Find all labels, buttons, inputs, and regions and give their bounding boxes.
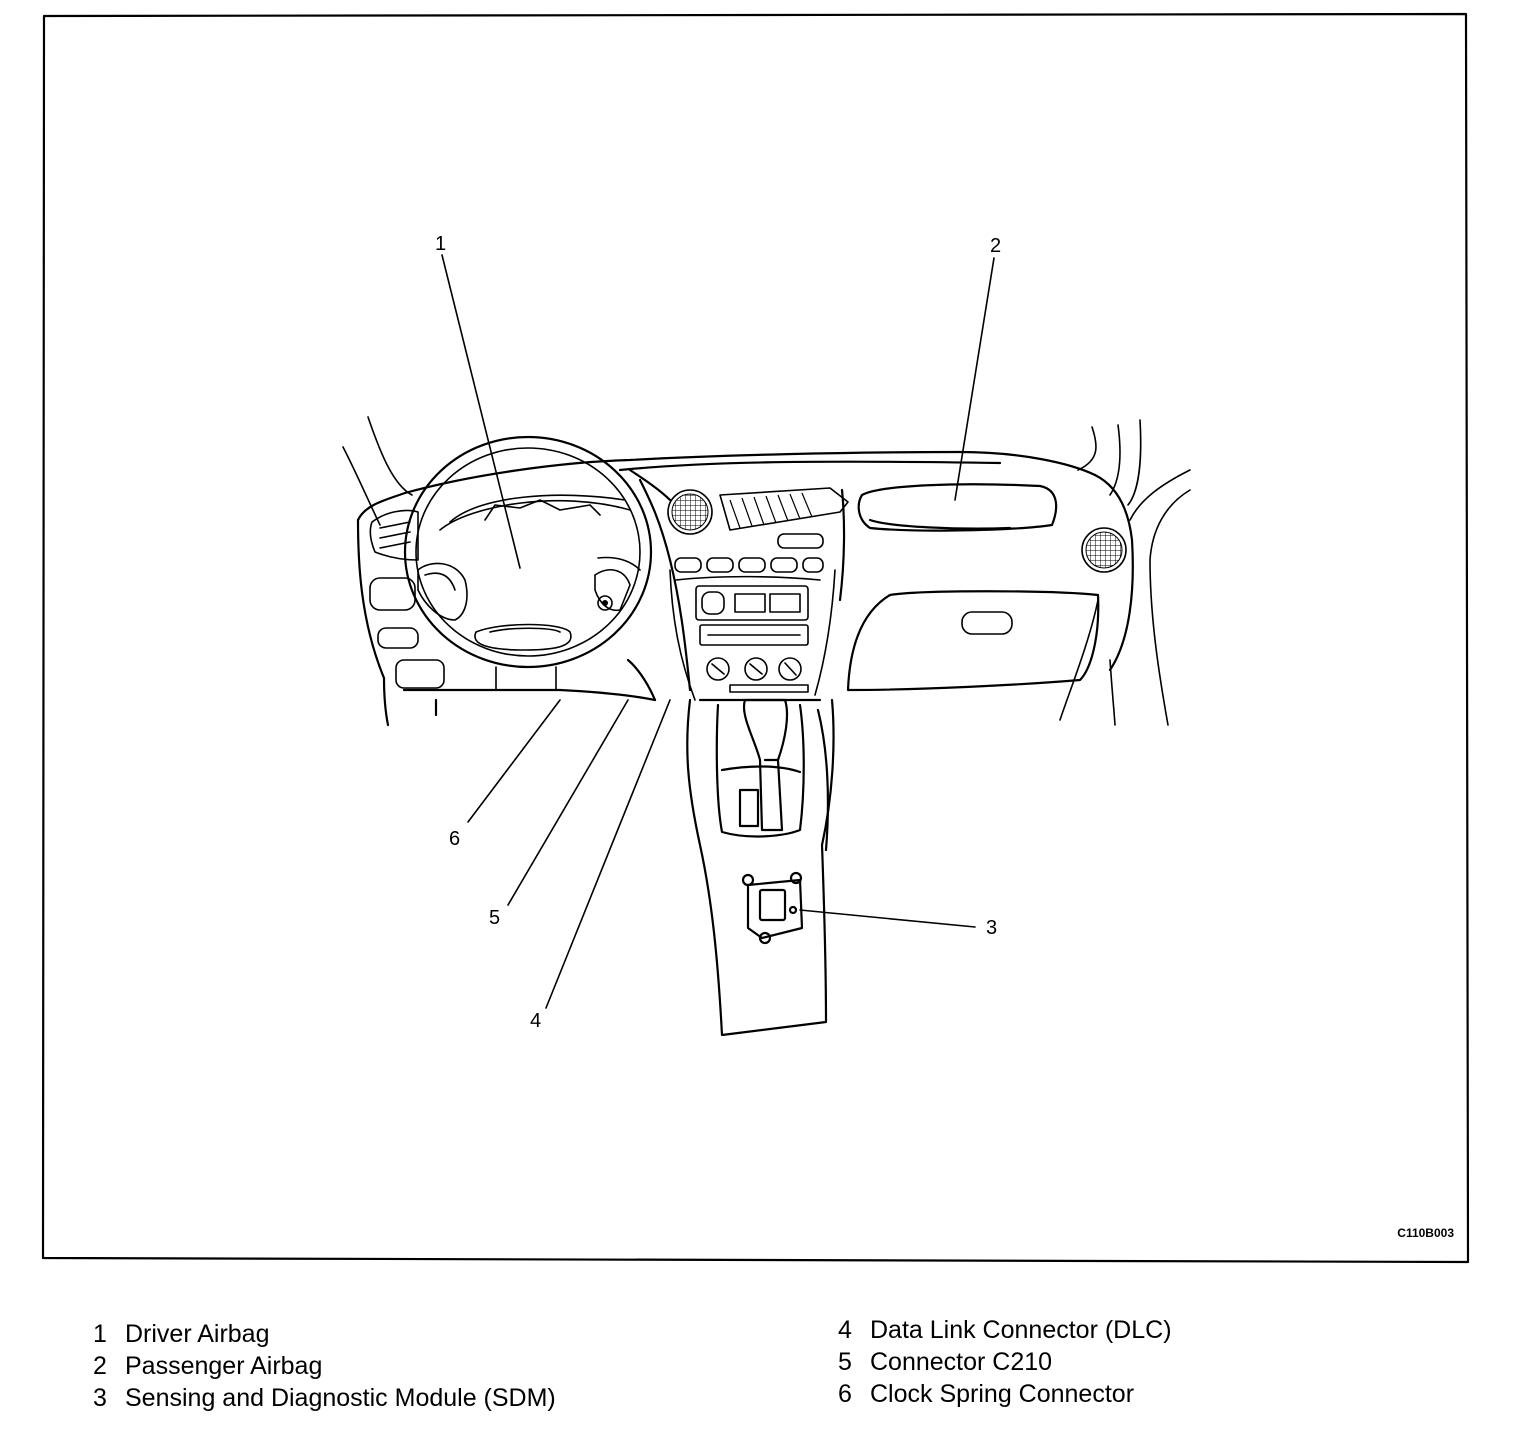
center-console <box>686 698 835 1037</box>
legend-item-number: 3 <box>93 1383 107 1412</box>
callout-1: 1 <box>435 233 446 255</box>
legend-item-text: Data Link Connector (DLC) <box>870 1315 1172 1344</box>
figure-frame <box>41 12 1470 1264</box>
legend-column-left: 1 Driver Airbag 2 Passenger Airbag 3 Sen… <box>93 1318 556 1414</box>
legend-item-text: Clock Spring Connector <box>870 1379 1135 1408</box>
legend-item-text: Sensing and Diagnostic Module (SDM) <box>125 1383 556 1412</box>
figure-code: C110B003 <box>1397 1226 1454 1240</box>
leader-lines <box>441 254 995 1009</box>
legend-item-number: 5 <box>838 1347 852 1376</box>
leader-line-4 <box>545 699 671 1009</box>
dashboard-illustration: 1 2 3 4 5 6 C110B003 <box>41 12 1470 1264</box>
passenger-dash <box>846 483 1127 726</box>
leader-line-2 <box>954 257 995 501</box>
callout-4: 4 <box>530 1010 541 1032</box>
legend-item-text: Passenger Airbag <box>125 1351 323 1380</box>
leader-line-5 <box>507 699 629 906</box>
legend-item: 5 Connector C210 <box>838 1346 1172 1378</box>
legend-item-number: 4 <box>838 1315 852 1344</box>
callout-6: 6 <box>449 828 460 850</box>
center-stack <box>669 557 836 701</box>
legend: 1 Driver Airbag 2 Passenger Airbag 3 Sen… <box>0 1300 1520 1440</box>
diagram-figure: 1 2 3 4 5 6 C110B003 <box>41 12 1470 1264</box>
legend-item: 3 Sensing and Diagnostic Module (SDM) <box>93 1382 556 1414</box>
leader-line-3 <box>799 909 976 928</box>
callout-2: 2 <box>990 235 1001 257</box>
dashboard-outline <box>356 450 1134 727</box>
legend-item: 4 Data Link Connector (DLC) <box>838 1314 1172 1346</box>
legend-item-number: 2 <box>93 1351 107 1380</box>
legend-item: 1 Driver Airbag <box>93 1318 556 1350</box>
steering-wheel <box>403 435 653 691</box>
legend-item-number: 1 <box>93 1319 107 1348</box>
callout-5: 5 <box>489 907 500 929</box>
legend-column-right: 4 Data Link Connector (DLC) 5 Connector … <box>838 1314 1172 1410</box>
legend-item-text: Driver Airbag <box>125 1319 270 1348</box>
callout-3: 3 <box>986 917 997 939</box>
legend-item-number: 6 <box>838 1379 852 1408</box>
windshield-pillars <box>342 416 1191 726</box>
legend-item-text: Connector C210 <box>870 1347 1053 1376</box>
center-vents <box>667 487 849 549</box>
leader-line-6 <box>467 699 561 823</box>
leader-line-1 <box>441 254 521 569</box>
legend-item: 2 Passenger Airbag <box>93 1350 556 1382</box>
legend-item: 6 Clock Spring Connector <box>838 1378 1172 1410</box>
